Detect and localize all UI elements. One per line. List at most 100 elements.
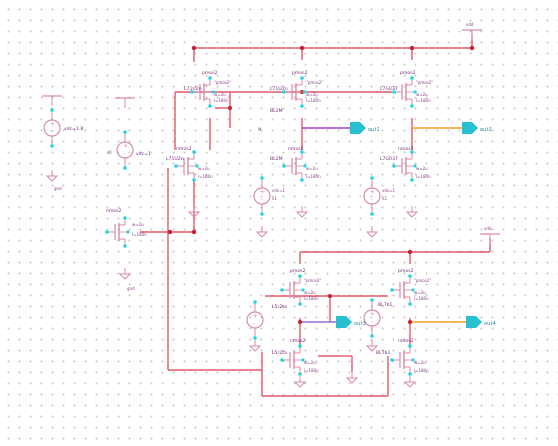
ground-bottom-2[interactable]	[366, 339, 378, 352]
vsrc-mid-2-value: vdc=1	[272, 188, 285, 193]
supply-source[interactable]	[43, 107, 61, 149]
pmos-top-2-l: l=180n	[306, 98, 321, 103]
pmos-top-2-label: L71U2n	[270, 86, 288, 92]
vdd-symbol-bias[interactable]	[114, 97, 136, 109]
nmos-mid-3-model: nmos2	[398, 146, 414, 152]
ground-mid-3[interactable]	[366, 225, 378, 238]
nmos-bottom-2[interactable]	[389, 343, 416, 377]
output-port-2-label: out2	[480, 127, 492, 133]
pmos-top-1-model: pmos2	[202, 70, 218, 76]
ground-mid-2b[interactable]	[296, 205, 308, 218]
ground-label-left: gnd	[54, 186, 62, 191]
output-port-1[interactable]	[350, 122, 366, 134]
vdd-label-bottom: vdd	[484, 226, 492, 231]
nmos-bottom-2-l: l=180n	[414, 368, 429, 373]
nmos-mid-3-label: L7G037	[380, 156, 398, 162]
output-port-3-label: out3	[354, 321, 366, 327]
pmos-top-2-ref: "pmos2"	[306, 80, 323, 85]
nmos-mid-1[interactable]	[173, 149, 200, 183]
ground-symbol-left[interactable]	[46, 169, 58, 182]
pmos-bottom-2-label: BL7b1	[378, 302, 393, 308]
vdd-symbol-bottom[interactable]	[479, 233, 501, 245]
ground-bottom-1[interactable]	[249, 339, 261, 352]
output-port-3[interactable]	[336, 316, 352, 328]
pmos-bottom-1-w: w=2u	[304, 290, 316, 295]
pmos-top-3-w: w=2u	[416, 92, 428, 97]
nmos-mid-1-label: L71U2n	[166, 156, 184, 162]
ground-bottom-5[interactable]	[404, 375, 416, 388]
pmos-top-2-w: w=2u	[306, 92, 318, 97]
nmos-mid-2-model: nmos2	[288, 146, 304, 152]
pmos-top-2-sub: BL2M	[270, 108, 283, 114]
net-junctions	[167, 45, 475, 324]
nmos-bottom-1-label: L5r2ta	[272, 350, 287, 356]
pmos-bottom-2-l: l=180n	[414, 296, 429, 301]
nmos-mid-2[interactable]	[281, 149, 308, 183]
pmos-bottom-2-model: pmos2	[398, 268, 414, 274]
ground-mid-2[interactable]	[256, 225, 268, 238]
pmos-top-2-model: pmos2	[292, 70, 308, 76]
pmos-bottom-1-ref: "pmos2"	[304, 278, 321, 283]
output-port-4[interactable]	[466, 316, 482, 328]
ground-symbol-bias[interactable]	[119, 267, 131, 280]
nmos-bottom-1-l: l=180n	[304, 368, 319, 373]
output-port-1-label: out1	[368, 127, 380, 133]
pmos-bottom-2-w: w=2u	[414, 290, 426, 295]
pmos-top-1-w: w=2u	[214, 92, 226, 97]
nmos-bottom-1-w: w=2u	[304, 360, 316, 365]
bias-nmos-l: l=180n	[132, 232, 147, 237]
nmos-bottom-1-model: nmos2	[290, 338, 306, 344]
ground-bottom-3[interactable]	[294, 375, 306, 388]
vsrc-mid-3-value: vdc=1	[382, 188, 395, 193]
nmos-mid-3[interactable]	[391, 149, 418, 183]
pmos-top-3[interactable]	[391, 75, 418, 109]
nmos-bottom-1[interactable]	[279, 343, 306, 377]
bias-nmos[interactable]	[104, 215, 131, 249]
nmos-mid-2-label: BL2M	[270, 156, 283, 162]
nmos-bottom-2-model: nmos2	[398, 338, 414, 344]
vdd-label-top: vdd	[466, 22, 474, 27]
vsrc-mid-2-name: v1	[272, 196, 277, 201]
pmos-top-3-label: L7G037	[380, 86, 398, 92]
nmos-bottom-2-w: w=2u	[414, 360, 426, 365]
ground-mid-3b[interactable]	[406, 205, 418, 218]
pmos-top-1-label: L71U2n	[184, 86, 202, 92]
pmos-bottom-2-ref: "pmos2"	[414, 278, 431, 283]
vsrc-mid-3[interactable]	[363, 175, 381, 217]
pmos-top-3-l: l=180n	[416, 98, 431, 103]
pmos-bottom-1-l: l=180n	[304, 296, 319, 301]
bias-nmos-model: nmos2	[106, 208, 122, 214]
bias-nmos-w: w=2u	[132, 222, 144, 227]
pmos-bottom-2[interactable]	[389, 273, 416, 307]
ground-label-bias: gnd	[127, 286, 135, 291]
pmos-bottom-1-model: pmos2	[290, 268, 306, 274]
bias-source-node: I0	[108, 150, 112, 155]
ground-bottom-4[interactable]	[346, 371, 358, 384]
vdd-symbol-top[interactable]	[461, 29, 483, 41]
nmos-mid-3-l: l=180n	[416, 174, 431, 179]
vdd-symbol-left[interactable]	[41, 95, 63, 107]
supply-source-value: vdc=1.8	[64, 126, 83, 132]
pmos-top-1-l: l=180n	[214, 98, 229, 103]
nmos-mid-1-l: l=180n	[198, 174, 213, 179]
nmos-mid-1-model: nmos2	[176, 146, 192, 152]
vsrc-bottom-1[interactable]	[246, 299, 264, 341]
pmos-top-3-ref: "pmos2"	[416, 80, 433, 85]
vsrc-mid-2[interactable]	[253, 175, 271, 217]
pmos-bottom-1[interactable]	[279, 273, 306, 307]
pmos-top-3-model: pmos2	[400, 70, 416, 76]
vsrc-mid-3-name: v2	[382, 196, 387, 201]
nmos-mid-1-w: w=2u	[198, 166, 210, 171]
output-port-2[interactable]	[462, 122, 478, 134]
pmos-top-1-ref: "pmos2"	[214, 80, 231, 85]
node-m-label: M	[258, 127, 262, 132]
nmos-mid-2-l: l=180n	[306, 174, 321, 179]
output-port-4-label: out4	[484, 321, 496, 327]
bias-source[interactable]	[116, 129, 134, 171]
nmos-bottom-2-label: BL7b1	[376, 350, 391, 356]
nmos-mid-3-w: w=2u	[416, 166, 428, 171]
pmos-bottom-1-label: L5r2ta	[272, 304, 287, 310]
nmos-mid-2-w: w=2u	[306, 166, 318, 171]
